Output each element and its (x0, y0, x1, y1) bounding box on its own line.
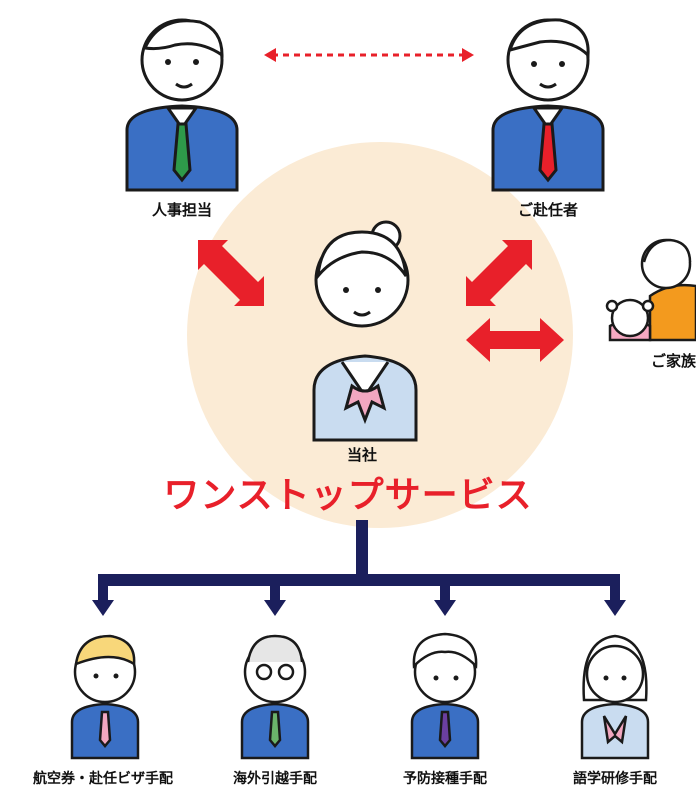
family-icon (605, 238, 696, 342)
hr-company-arrow (198, 240, 264, 306)
service-label-vaccination: 予防接種手配 (403, 771, 487, 787)
service-tree-connector (92, 520, 626, 616)
family-label: ご家族 (650, 352, 696, 370)
vaccination-staff-icon (410, 632, 480, 760)
one-stop-service-title: ワンストップサービス (163, 475, 533, 516)
hr-person-icon (125, 18, 239, 192)
assignee-person-icon (491, 18, 605, 192)
service-label-language: 語学研修手配 (573, 771, 657, 787)
family-company-arrow (466, 318, 564, 362)
background-circle (187, 142, 573, 528)
company-label: 当社 (346, 446, 377, 464)
service-label-moving: 海外引越手配 (233, 771, 317, 787)
dashed-link-arrow (264, 48, 474, 62)
language-training-staff-icon (580, 634, 650, 760)
assignee-label: ご赴任者 (517, 201, 578, 219)
overseas-moving-staff-icon (240, 634, 310, 760)
assignee-company-arrow (466, 240, 532, 306)
company-staff-icon (312, 220, 418, 442)
flight-visa-staff-icon (70, 634, 140, 760)
hr-label: 人事担当 (151, 201, 212, 219)
service-label-flight-visa: 航空券・赴任ビザ手配 (33, 771, 173, 787)
